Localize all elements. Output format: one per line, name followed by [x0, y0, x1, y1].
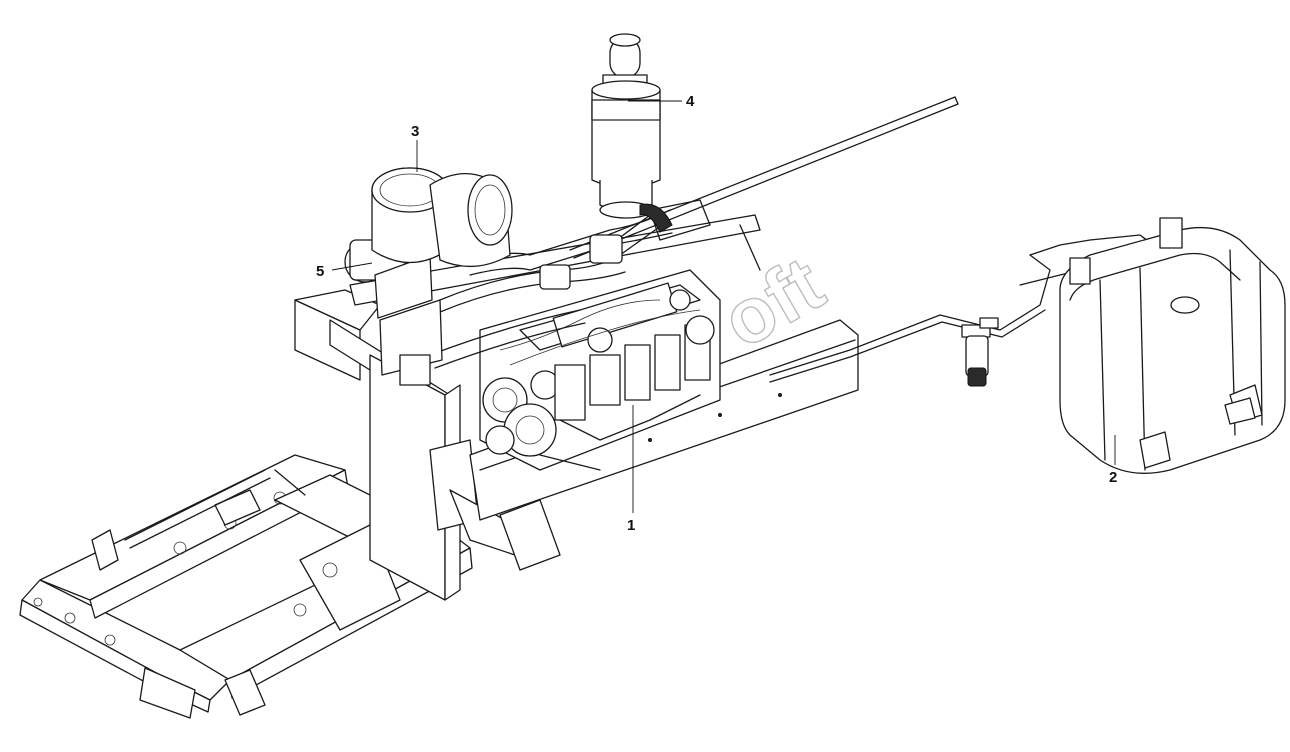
callouts: 1 2 3 4 5	[316, 93, 1117, 534]
intake-pipes	[429, 199, 711, 369]
callout-3: 3	[411, 123, 419, 140]
callout-leaders	[331, 100, 1116, 513]
callout-2: 2	[1109, 469, 1117, 486]
fuel-filter	[961, 317, 999, 387]
turbocharger	[344, 239, 443, 386]
callout-4: 4	[686, 93, 695, 110]
callout-1: 1	[627, 517, 635, 534]
fuel-tank	[1059, 217, 1286, 474]
muffler	[371, 167, 513, 268]
callout-5: 5	[316, 263, 324, 280]
air-cleaner	[591, 33, 673, 233]
